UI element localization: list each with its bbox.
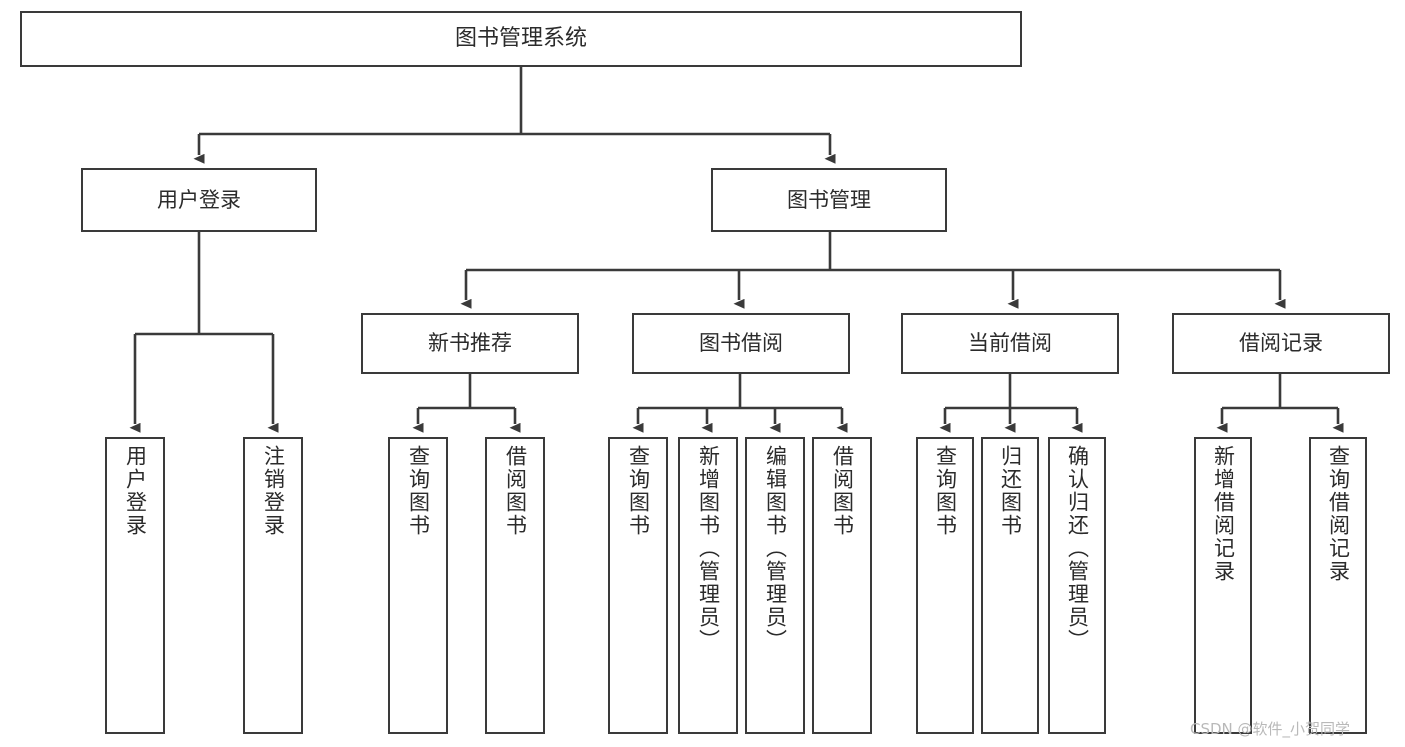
node-book-management[interactable]: 图书管理 (711, 168, 947, 232)
leaf-current-confirm-return-admin[interactable]: 确认归还（管理员） (1048, 437, 1106, 734)
node-label: 用户登录 (123, 445, 148, 537)
node-label: 编辑图书（管理员） (763, 445, 788, 652)
node-label: 查询图书 (406, 445, 431, 537)
node-label: 新书推荐 (428, 331, 512, 356)
node-label: 图书借阅 (699, 331, 783, 356)
node-root-system[interactable]: 图书管理系统 (20, 11, 1022, 67)
node-current-borrow[interactable]: 当前借阅 (901, 313, 1119, 374)
leaf-user-login-signin[interactable]: 用户登录 (105, 437, 165, 734)
leaf-borrow-add-book-admin[interactable]: 新增图书（管理员） (678, 437, 738, 734)
node-new-book-recommend[interactable]: 新书推荐 (361, 313, 579, 374)
node-label: 查询图书 (933, 445, 958, 537)
leaf-recommend-borrow-book[interactable]: 借阅图书 (485, 437, 545, 734)
leaf-borrow-query-book[interactable]: 查询图书 (608, 437, 668, 734)
leaf-borrow-borrow-book[interactable]: 借阅图书 (812, 437, 872, 734)
node-label: 图书管理 (787, 187, 871, 212)
node-label: 当前借阅 (968, 331, 1052, 356)
leaf-borrow-edit-book-admin[interactable]: 编辑图书（管理员） (745, 437, 805, 734)
watermark-csdn: CSDN @软件_小贺同学 (1190, 720, 1351, 738)
node-label: 借阅记录 (1239, 331, 1323, 356)
leaf-current-return-book[interactable]: 归还图书 (981, 437, 1039, 734)
leaf-record-query-record[interactable]: 查询借阅记录 (1309, 437, 1367, 734)
node-label: 用户登录 (157, 187, 241, 212)
node-label: 借阅图书 (503, 445, 528, 537)
node-label: 新增借阅记录 (1211, 445, 1236, 583)
node-label: 借阅图书 (830, 445, 855, 537)
leaf-current-query-book[interactable]: 查询图书 (916, 437, 974, 734)
node-label: 查询图书 (626, 445, 651, 537)
node-label: 注销登录 (261, 445, 286, 537)
node-label: 新增图书（管理员） (696, 445, 721, 652)
leaf-recommend-query-book[interactable]: 查询图书 (388, 437, 448, 734)
node-label: 确认归还（管理员） (1065, 445, 1090, 652)
leaf-user-login-signout[interactable]: 注销登录 (243, 437, 303, 734)
node-user-login[interactable]: 用户登录 (81, 168, 317, 232)
node-label: 图书管理系统 (454, 26, 587, 52)
leaf-record-add-record[interactable]: 新增借阅记录 (1194, 437, 1252, 734)
node-borrow-record[interactable]: 借阅记录 (1172, 313, 1390, 374)
node-book-borrow[interactable]: 图书借阅 (632, 313, 850, 374)
node-label: 查询借阅记录 (1326, 445, 1351, 583)
node-label: 归还图书 (998, 445, 1023, 537)
